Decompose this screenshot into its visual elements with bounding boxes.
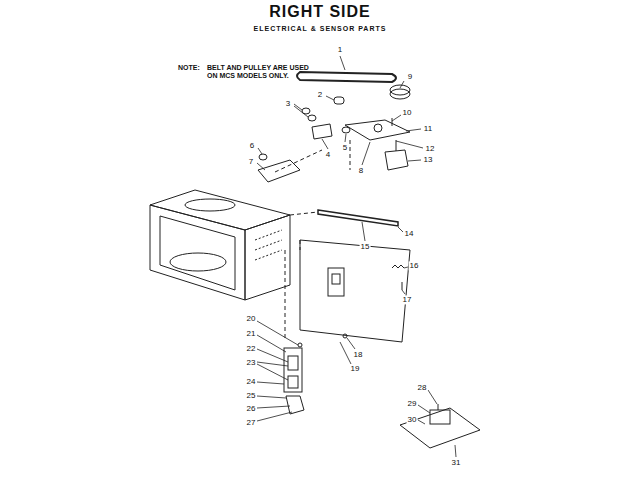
cavity-top-ring	[185, 199, 235, 211]
callout-number: 23	[246, 358, 257, 367]
callout-number: 31	[451, 458, 462, 467]
part-2	[334, 97, 344, 104]
motor	[385, 150, 408, 170]
bracket	[258, 160, 300, 182]
callout-number: 8	[358, 166, 364, 175]
cavity-side	[245, 215, 290, 300]
belt	[297, 72, 396, 82]
callout-number: 10	[402, 108, 413, 117]
callout-number: 20	[246, 314, 257, 323]
callout-number: 22	[246, 344, 257, 353]
callout-number: 3	[285, 99, 291, 108]
callout-number: 4	[325, 150, 331, 159]
callout-number: 13	[423, 155, 434, 164]
turntable	[170, 253, 226, 271]
callout-number: 14	[404, 229, 415, 238]
callout-number: 29	[407, 399, 418, 408]
callout-number: 24	[246, 377, 257, 386]
sensor	[430, 410, 450, 424]
callout-number: 15	[360, 242, 371, 251]
callout-number: 28	[417, 383, 428, 392]
callout-number: 17	[402, 295, 413, 304]
callout-number: 9	[407, 72, 413, 81]
nut	[259, 154, 267, 160]
callout-number: 27	[246, 418, 257, 427]
sensor-plate	[400, 408, 480, 448]
callout-number: 21	[246, 329, 257, 338]
motor-plate	[345, 120, 410, 140]
callout-number: 1	[337, 45, 343, 54]
callout-number: 11	[423, 124, 433, 133]
panel-window	[328, 268, 344, 296]
callout-number: 18	[353, 350, 364, 359]
panel	[300, 240, 410, 342]
part-4	[312, 124, 332, 139]
subtitle: ELECTRICAL & SENSOR PARTS	[254, 25, 387, 33]
callout-number: 2	[317, 90, 323, 99]
cavity-top	[150, 190, 290, 230]
cavity-front	[150, 205, 245, 300]
callout-number: 26	[246, 404, 257, 413]
diagram-title: RIGHT SIDE	[269, 3, 371, 21]
callout-number: 5	[342, 143, 348, 152]
callout-number: 6	[249, 141, 255, 150]
callout-number: 25	[246, 391, 257, 400]
guide-lines	[275, 140, 350, 340]
rod	[318, 210, 398, 226]
note-text: NOTE:	[178, 64, 200, 72]
callout-number: 16	[409, 261, 420, 270]
cavity-opening	[160, 216, 235, 290]
callout-number: 30	[407, 415, 418, 424]
note-text: BELT AND PULLEY ARE USED ON MCS MODELS O…	[207, 64, 319, 80]
callout-number: 12	[425, 144, 436, 153]
callout-number: 19	[350, 364, 361, 373]
leader-lines	[257, 56, 456, 457]
switch-bracket	[284, 348, 302, 392]
callout-number: 7	[248, 157, 254, 166]
spring	[392, 265, 404, 268]
